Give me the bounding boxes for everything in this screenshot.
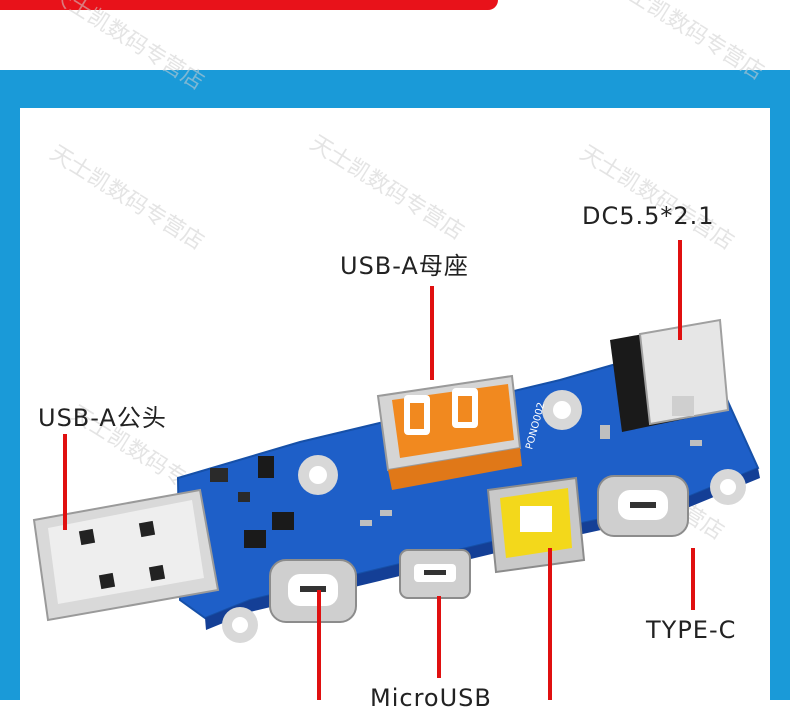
label-type-c: TYPE-C <box>646 616 737 644</box>
micro-usb-socket <box>399 549 471 599</box>
label-usb-a-female: USB-A母座 <box>340 252 469 280</box>
pointer-dc-jack <box>678 240 682 340</box>
mounting-hole-3 <box>222 607 258 643</box>
label-dc-jack: DC5.5*2.1 <box>582 202 715 230</box>
pointer-usb-a-female <box>430 286 434 380</box>
resistor-1 <box>360 520 372 526</box>
chip-2 <box>272 512 294 530</box>
resistor-2 <box>380 510 392 516</box>
pointer-mini-usb <box>548 548 552 700</box>
mini-usb-socket <box>486 476 586 574</box>
usb-a-female-socket <box>376 374 522 490</box>
mounting-hole-2 <box>542 390 582 430</box>
resistor-4 <box>690 440 702 446</box>
pointer-usb-a-male <box>63 434 67 530</box>
label-micro-usb: MicroUSB <box>370 684 492 712</box>
label-usb-a-male: USB-A公头 <box>38 404 167 432</box>
usb-c-receptacle-bottom <box>269 559 357 623</box>
resistor-3 <box>600 425 610 439</box>
chip-3 <box>244 530 266 548</box>
mounting-hole-4 <box>710 469 746 505</box>
usb-a-male-plug <box>32 488 220 622</box>
pointer-type-c <box>691 548 695 610</box>
chip-4 <box>210 468 228 482</box>
pointer-type-c-bottom <box>317 590 321 700</box>
top-band <box>0 0 790 70</box>
mounting-hole-1 <box>298 455 338 495</box>
dc-barrel-jack <box>610 318 730 432</box>
pointer-micro-usb <box>437 596 441 678</box>
usb-c-receptacle-top <box>597 475 689 537</box>
chip-5 <box>238 492 250 502</box>
chip-1 <box>258 456 274 478</box>
red-header-tab <box>0 0 498 10</box>
